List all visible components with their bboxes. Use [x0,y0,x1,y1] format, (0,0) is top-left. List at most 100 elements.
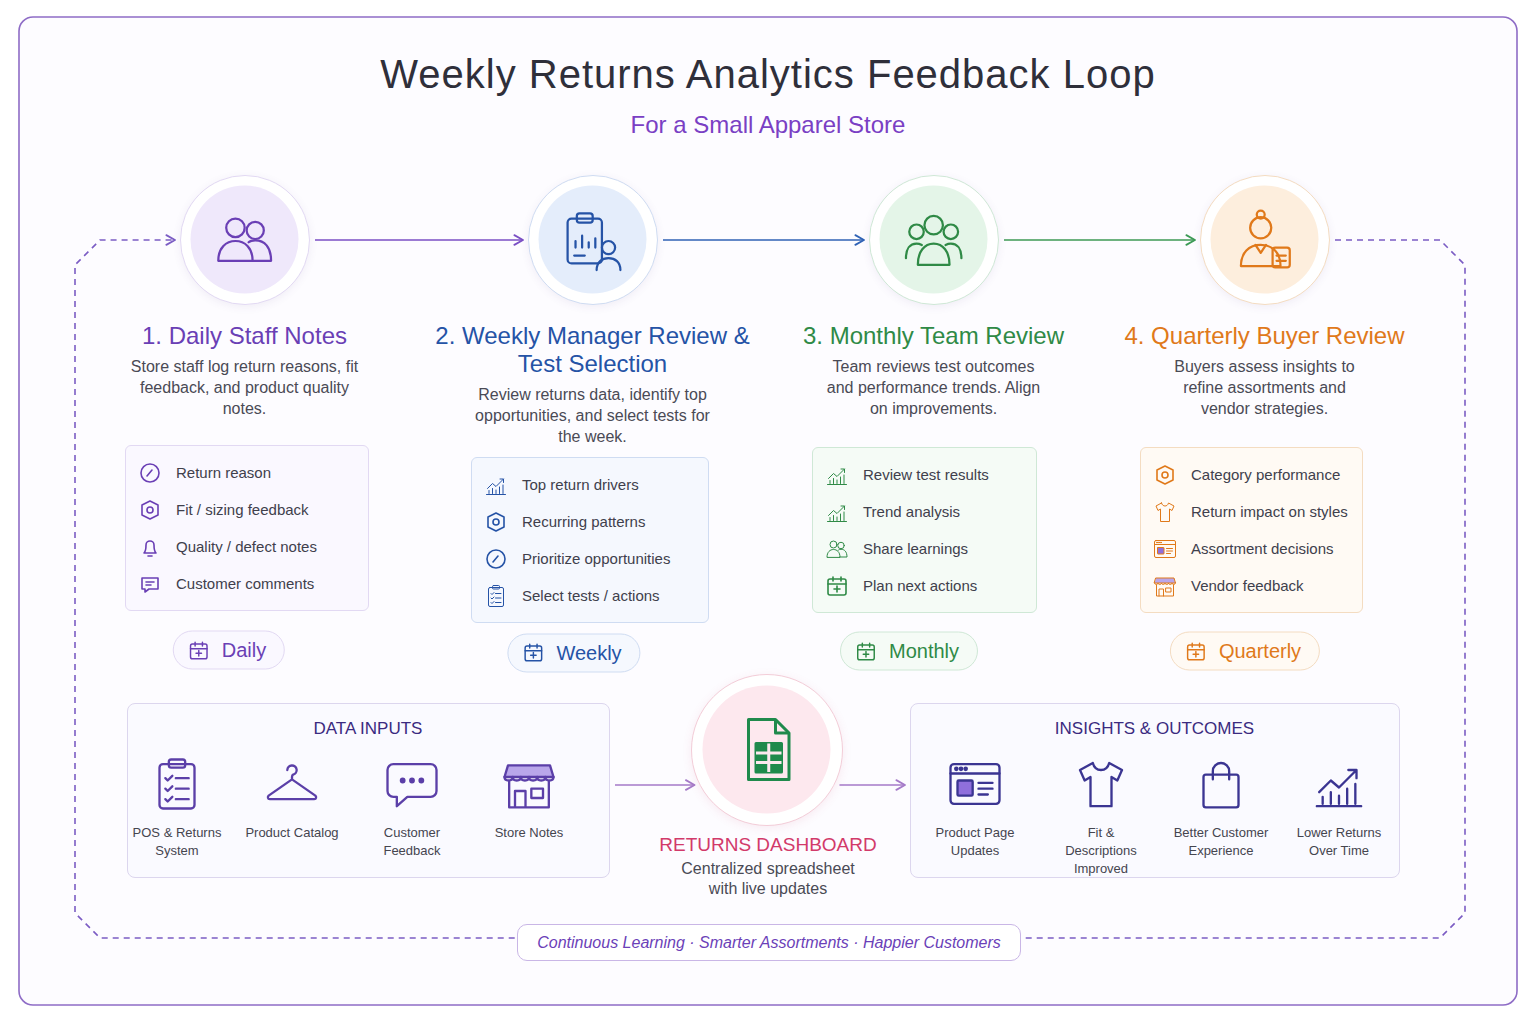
flow-arrow [839,784,905,786]
stage-description: Team reviews test outcomes and performan… [820,356,1048,419]
calendar-icon [1185,640,1207,662]
frequency-pill: Weekly [507,633,640,672]
checklist-row: Fit / sizing feedback [126,491,354,528]
item-label: Lower Returns Over Time [1289,824,1389,860]
stage-circle: 4. Quarterly Buyer ReviewBuyers assess i… [1200,175,1330,305]
panel-box: DATA INPUTS POS & Returns System Product C… [127,703,610,878]
item-label: Store Notes [479,824,579,842]
checklist-item: Category performance [1191,466,1340,483]
row-icon [138,498,162,522]
panel-heading: INSIGHTS & OUTCOMES [911,719,1398,739]
checklist-row: Share learnings [813,530,1022,567]
flow-arrow [663,239,864,241]
frequency-pill: Quarterly [1170,632,1320,671]
calendar-icon [188,639,210,661]
frequency-pill: Monthly [840,632,978,671]
checklist-row: Return reason [126,454,354,491]
stage-circle: 3. Monthly Team ReviewTeam reviews test … [869,175,999,305]
frequency-label: Daily [222,639,266,662]
input-output-icon [1073,756,1129,812]
checklist-item: Share learnings [863,540,968,557]
stage-icon [181,176,308,303]
checklist-box: Return reasonFit / sizing feedbackQualit… [125,445,369,611]
input-output-icon [501,756,557,812]
row-icon [138,535,162,559]
checklist-row: Plan next actions [813,567,1022,604]
diagram-title: Weekly Returns Analytics Feedback Loop [0,52,1536,97]
input-output-icon [264,756,320,812]
dashboard-circle: RETURNS DASHBOARDCentralized spreadsheet… [691,674,843,826]
footer-tagline: Continuous Learning · Smarter Assortment… [537,934,1001,952]
row-icon [825,574,849,598]
footer-pill: Continuous Learning · Smarter Assortment… [517,924,1021,961]
row-icon [138,572,162,596]
input-output-icon [149,756,205,812]
item-label: POS & Returns System [127,824,227,860]
item-label: Better Customer Experience [1171,824,1271,860]
checklist-item: Assortment decisions [1191,540,1334,557]
stage-description: Buyers assess insights to refine assortm… [1157,356,1373,419]
stage-heading: 1. Daily Staff Notes [85,322,405,350]
stage-description: Review returns data, identify top opport… [473,384,713,447]
flow-arrow [1004,239,1195,241]
row-icon [1153,463,1177,487]
panel-heading: DATA INPUTS [128,719,608,739]
row-icon [484,473,508,497]
frequency-pill: Daily [173,631,285,670]
dashboard-title: RETURNS DASHBOARD [628,834,908,856]
checklist-row: Prioritize opportunities [472,540,694,577]
subtitle: For a Small Apparel Store [631,111,906,139]
stage-heading: 3. Monthly Team Review [769,322,1099,350]
input-output-icon [384,756,440,812]
item-label: Fit & Descriptions Improved [1051,824,1151,878]
checklist-item: Quality / defect notes [176,538,317,555]
row-icon [1153,500,1177,524]
row-icon [1153,537,1177,561]
item-label: Product Page Updates [925,824,1025,860]
dashboard-description: Centralized spreadsheet with live update… [668,859,868,899]
checklist-item: Return reason [176,464,271,481]
checklist-item: Select tests / actions [522,587,660,604]
checklist-item: Recurring patterns [522,513,645,530]
calendar-icon [855,640,877,662]
stage-description: Store staff log return reasons, fit feed… [125,356,365,419]
stage-heading: 2. Weekly Manager Review & Test Selectio… [423,322,763,378]
checklist-row: Top return drivers [472,466,694,503]
checklist-item: Review test results [863,466,989,483]
stage-circle: 1. Daily Staff NotesStore staff log retu… [180,175,310,305]
checklist-row: Assortment decisions [1141,530,1348,567]
panel-box: INSIGHTS & OUTCOMES Product Page Updates F… [910,703,1400,878]
row-icon [484,584,508,608]
checklist-row: Return impact on styles [1141,493,1348,530]
input-output-icon [1311,756,1367,812]
row-icon [825,537,849,561]
checklist-row: Recurring patterns [472,503,694,540]
input-output-icon [947,756,1003,812]
stage-icon [1201,176,1328,303]
spreadsheet-icon [692,675,841,824]
checklist-item: Top return drivers [522,476,639,493]
item-label: Product Catalog [242,824,342,842]
checklist-row: Category performance [1141,456,1348,493]
checklist-row: Vendor feedback [1141,567,1348,604]
row-icon [484,510,508,534]
checklist-box: Review test resultsTrend analysisShare l… [812,447,1037,613]
checklist-row: Review test results [813,456,1022,493]
row-icon [825,463,849,487]
row-icon [1153,574,1177,598]
frequency-label: Monthly [889,640,959,663]
input-output-icon [1193,756,1249,812]
frequency-label: Weekly [556,641,621,664]
checklist-item: Prioritize opportunities [522,550,670,567]
item-label: Customer Feedback [362,824,462,860]
checklist-row: Customer comments [126,565,354,602]
checklist-row: Quality / defect notes [126,528,354,565]
frequency-label: Quarterly [1219,640,1301,663]
checklist-row: Select tests / actions [472,577,694,614]
stage-icon [870,176,997,303]
row-icon [138,461,162,485]
checklist-item: Return impact on styles [1191,503,1348,520]
checklist-box: Category performanceReturn impact on sty… [1140,447,1363,613]
flow-arrow [615,784,695,786]
